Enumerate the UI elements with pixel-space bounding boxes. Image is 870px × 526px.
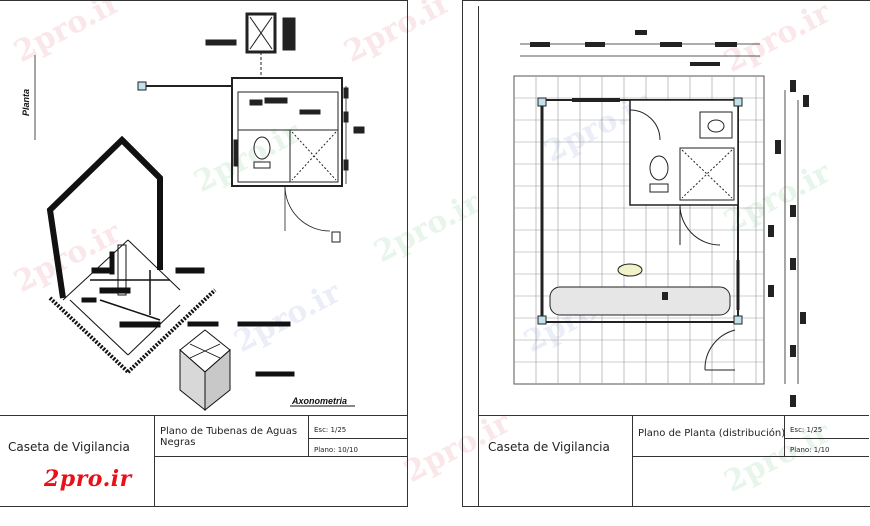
right-title-block: Caseta de Vigilancia Plano de Planta (di… (478, 415, 869, 506)
title-block-divider (632, 416, 633, 506)
title-block-divider (154, 416, 155, 506)
plan-label: Planta (21, 88, 31, 116)
scale-label: Esc: 1/25 (790, 426, 823, 434)
axonometry-label: Axonometria (292, 396, 348, 406)
plate-number: Plano: 1/10 (790, 446, 830, 454)
left-drawing-sheet (0, 0, 408, 507)
drawing-title: Plano de Tubenas de Aguas Negras (160, 426, 298, 448)
drawing-title: Plano de Planta (distribución) (638, 428, 786, 439)
plumbing-axonometry (46, 135, 355, 412)
title-block-divider (154, 456, 407, 457)
scale-label: Esc: 1/25 (314, 426, 347, 434)
title-block-divider (784, 438, 869, 439)
project-name: Caseta de Vigilancia (8, 440, 130, 454)
title-block-divider (632, 456, 869, 457)
plumbing-plan (34, 12, 365, 243)
right-drawing-sheet (462, 0, 870, 507)
site-logo: 2pro.ir (44, 466, 132, 492)
title-block-divider (308, 438, 407, 439)
title-block-divider (308, 416, 309, 456)
project-name: Caseta de Vigilancia (488, 440, 610, 454)
floor-plan (513, 30, 809, 407)
plate-number: Plano: 10/10 (314, 446, 358, 454)
left-title-block: Caseta de Vigilancia Plano de Tubenas de… (0, 415, 407, 506)
title-block-divider (784, 416, 785, 456)
sheet-margin-line (478, 6, 479, 506)
